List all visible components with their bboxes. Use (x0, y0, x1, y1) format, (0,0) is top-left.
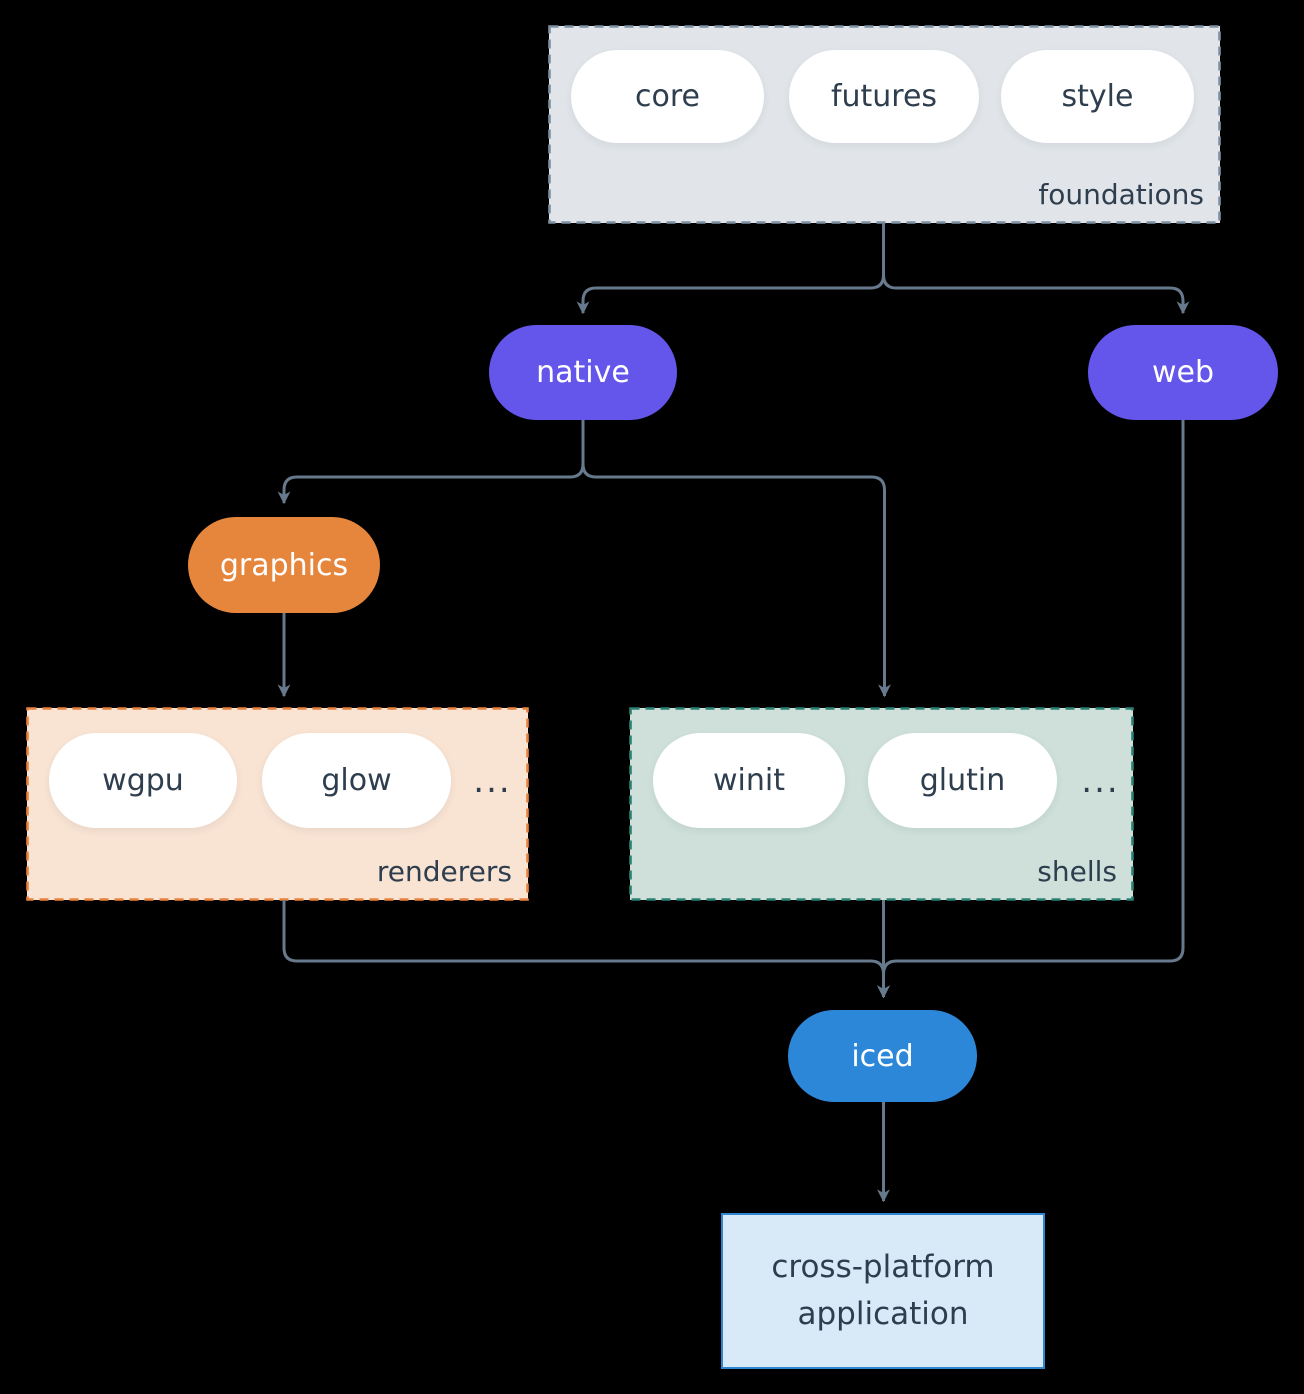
edge-native-shells (581, 420, 891, 698)
node-web: web (1088, 325, 1278, 420)
group-foundations-label: foundations (1038, 178, 1204, 211)
group-renderers: wgpu glow ... renderers (27, 708, 528, 900)
node-glutin: glutin (868, 733, 1057, 828)
node-graphics-label: graphics (219, 547, 349, 583)
edge-foundations-native (576, 223, 885, 315)
node-futures: futures (789, 50, 979, 143)
node-futures-label: futures (830, 79, 938, 114)
node-style-label: style (1061, 79, 1134, 114)
node-winit-label: winit (713, 763, 785, 798)
group-shells-label: shells (1037, 855, 1117, 888)
group-foundations: core futures style foundations (549, 26, 1220, 223)
node-wgpu-label: wgpu (102, 763, 184, 798)
node-glow-label: glow (321, 763, 392, 798)
node-application-line2: application (797, 1296, 969, 1332)
node-native: native (489, 325, 677, 420)
node-wgpu: wgpu (49, 733, 237, 828)
node-glutin-label: glutin (919, 763, 1006, 798)
edge-native-graphics (277, 420, 585, 505)
node-iced-label: iced (851, 1038, 914, 1074)
node-graphics: graphics (188, 517, 380, 613)
node-style: style (1001, 50, 1194, 143)
edge-renderers-iced (282, 900, 890, 999)
node-glow: glow (262, 733, 451, 828)
node-core-label: core (635, 79, 700, 114)
node-core: core (571, 50, 764, 143)
renderers-ellipsis: ... (473, 760, 512, 801)
node-application: cross-platform application (721, 1213, 1045, 1369)
node-iced: iced (788, 1010, 977, 1102)
shells-ellipsis: ... (1081, 760, 1120, 801)
node-application-line1: cross-platform (771, 1249, 995, 1285)
node-native-label: native (536, 355, 630, 390)
node-winit: winit (653, 733, 845, 828)
node-web-label: web (1151, 355, 1215, 390)
group-renderers-label: renderers (376, 855, 512, 888)
group-shells: winit glutin ... shells (630, 708, 1133, 900)
edge-foundations-web (882, 223, 1190, 315)
